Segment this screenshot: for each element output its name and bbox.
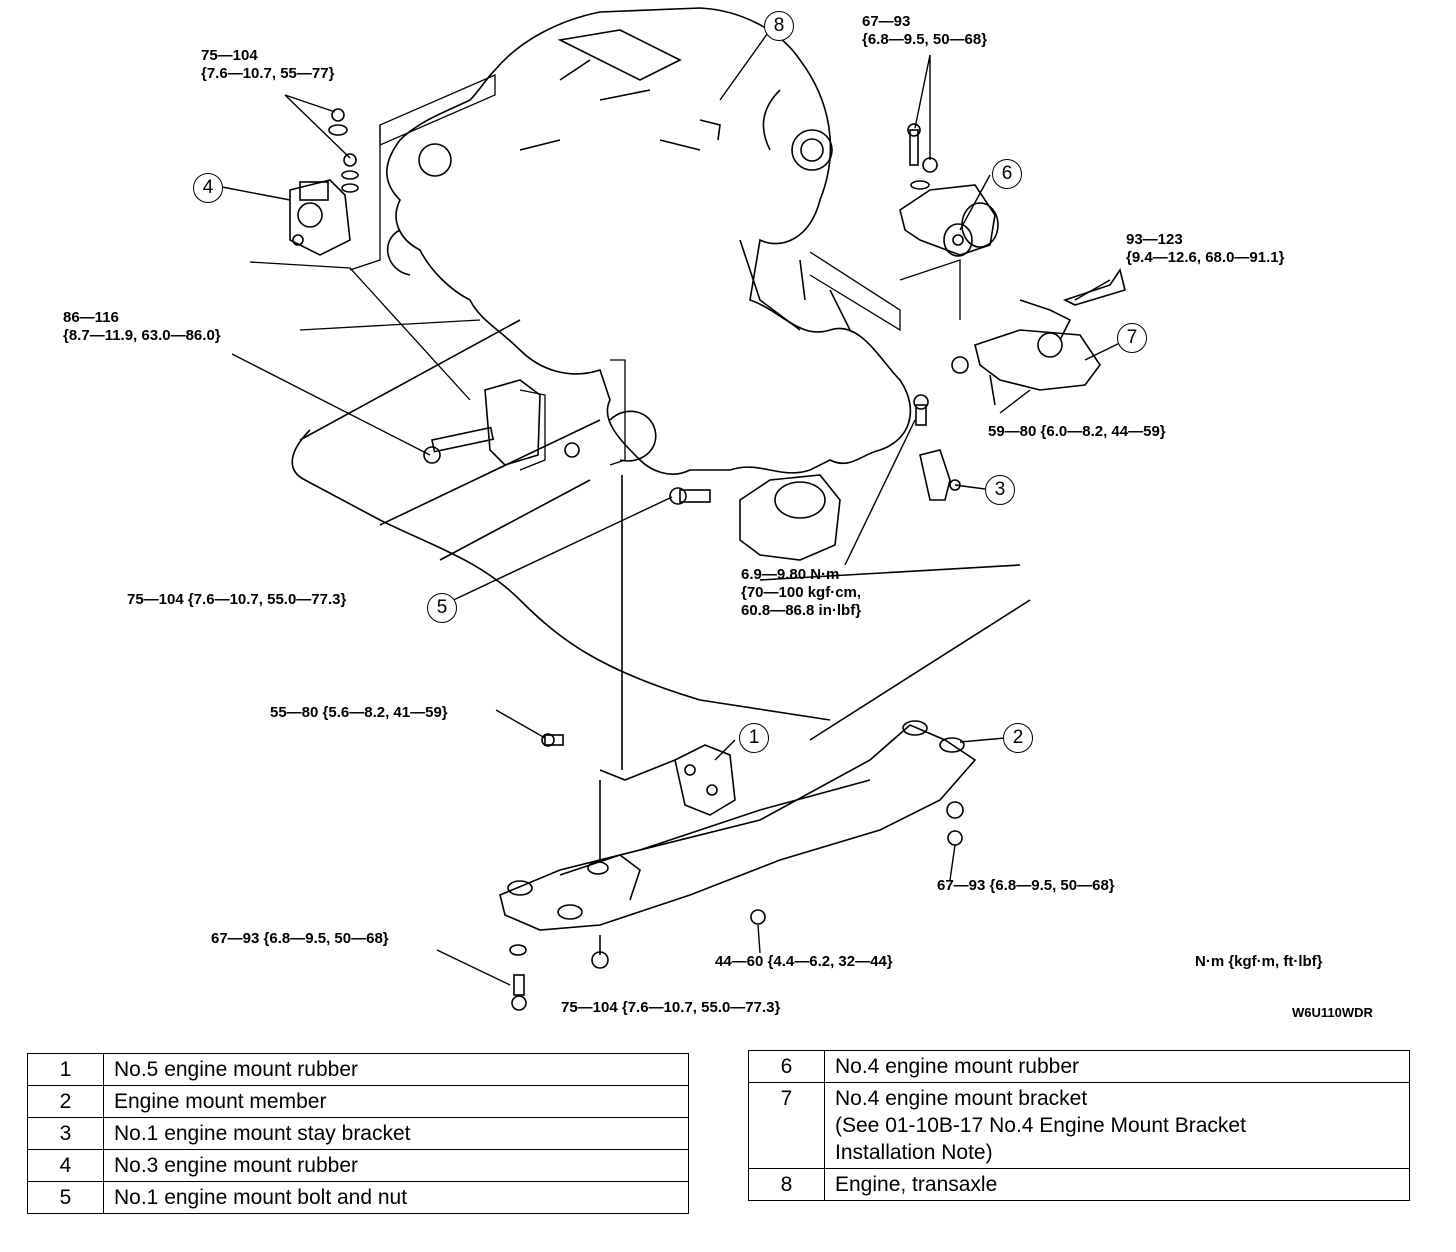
torque-stay-bracket-bolt: 6.9—9.80 N·m {70—100 kgf·cm, 60.8—86.8 i…	[741, 566, 862, 619]
no1-engine-mount-part	[564, 442, 841, 561]
torque-member-front: 75—104 {7.6—10.7, 55.0—77.3}	[561, 999, 781, 1016]
units-note: N·m {kgf·m, ft·lbf}	[1195, 953, 1323, 970]
torque-no4-bracket-bolt: 93—123 {9.4—12.6, 68.0—91.1}	[1126, 231, 1285, 266]
legend-label: Engine, transaxle	[824, 1168, 1410, 1201]
torque-member-right: 67—93 {6.8—9.5, 50—68}	[937, 877, 1115, 894]
legend-table-left: 1 No.5 engine mount rubber 2 Engine moun…	[27, 1053, 689, 1214]
no5-engine-mount-rubber-part	[541, 475, 736, 860]
legend-table-right: 6 No.4 engine mount rubber 7 No.4 engine…	[748, 1050, 1410, 1201]
engine-mount-member-part	[499, 720, 977, 1011]
figure-code: W6U110WDR	[1292, 1005, 1373, 1020]
callout-2: 2	[1003, 723, 1033, 753]
no3-engine-mount-rubber-part	[289, 108, 359, 256]
callout-4: 4	[193, 173, 223, 203]
no4-engine-mount-bracket-part	[951, 268, 1126, 406]
legend-label: No.4 engine mount rubber	[824, 1050, 1410, 1083]
legend-row: 4 No.3 engine mount rubber	[27, 1149, 689, 1182]
torque-left-bolt: 86—116 {8.7—11.9, 63.0—86.0}	[63, 309, 221, 344]
legend-number: 7	[748, 1082, 825, 1169]
legend-label: No.1 engine mount stay bracket	[103, 1117, 689, 1150]
left-mount-bolt-part	[423, 379, 541, 466]
body-outline-lines	[291, 319, 1031, 741]
legend-row: 3 No.1 engine mount stay bracket	[27, 1117, 689, 1150]
torque-member-center: 44—60 {4.4—6.2, 32—44}	[715, 953, 893, 970]
legend-row: 8 Engine, transaxle	[748, 1168, 1410, 1201]
legend-label: No.1 engine mount bolt and nut	[103, 1181, 689, 1214]
legend-number: 4	[27, 1149, 104, 1182]
callout-3: 3	[985, 475, 1015, 505]
legend-number: 2	[27, 1085, 104, 1118]
callout-7: 7	[1117, 323, 1147, 353]
callout-5: 5	[427, 593, 457, 623]
reference-planes	[249, 74, 961, 471]
legend-number: 5	[27, 1181, 104, 1214]
legend-label: No.4 engine mount bracket (See 01-10B-17…	[824, 1082, 1410, 1169]
legend-number: 8	[748, 1168, 825, 1201]
legend-label: Engine mount member	[103, 1085, 689, 1118]
callout-6: 6	[992, 159, 1022, 189]
callout-8: 8	[764, 11, 794, 41]
callout-1: 1	[739, 723, 769, 753]
legend-label: No.5 engine mount rubber	[103, 1053, 689, 1086]
torque-member-top-bolt: 55—80 {5.6—8.2, 41—59}	[270, 704, 448, 721]
legend-row: 2 Engine mount member	[27, 1085, 689, 1118]
legend-row: 5 No.1 engine mount bolt and nut	[27, 1181, 689, 1214]
engine-transaxle-drawing	[386, 7, 912, 475]
torque-no1-mount-bolt: 75—104 {7.6—10.7, 55.0—77.3}	[127, 591, 347, 608]
legend-row: 6 No.4 engine mount rubber	[748, 1050, 1410, 1083]
torque-no4-bracket-nut: 59—80 {6.0—8.2, 44—59}	[988, 423, 1166, 440]
torque-no4-mount-rubber: 67—93 {6.8—9.5, 50—68}	[862, 13, 988, 48]
legend-row: 7 No.4 engine mount bracket (See 01-10B-…	[748, 1082, 1410, 1169]
legend-row: 1 No.5 engine mount rubber	[27, 1053, 689, 1086]
torque-no3-mount: 75—104 {7.6—10.7, 55—77}	[201, 47, 335, 82]
torque-member-left: 67—93 {6.8—9.5, 50—68}	[211, 930, 389, 947]
legend-number: 6	[748, 1050, 825, 1083]
legend-number: 3	[27, 1117, 104, 1150]
legend-label: No.3 engine mount rubber	[103, 1149, 689, 1182]
engine-mount-exploded-diagram	[221, 7, 1131, 1011]
no4-engine-mount-rubber-part	[899, 123, 999, 257]
no1-engine-mount-stay-bracket-part	[913, 394, 961, 501]
legend-number: 1	[27, 1053, 104, 1086]
